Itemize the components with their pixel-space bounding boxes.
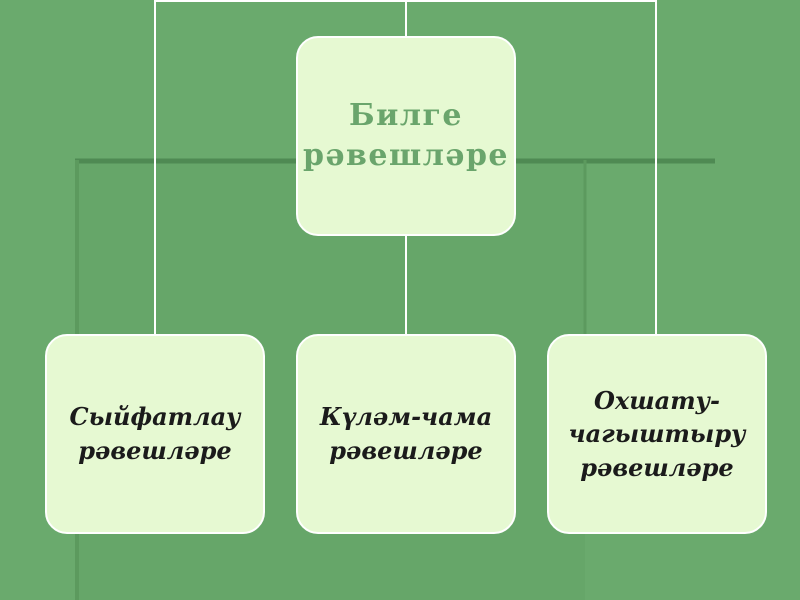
child-1-label-line-2: рәвешләре — [78, 436, 232, 465]
child-node-syifatlau: Сыйфатлау рәвешләре — [45, 334, 265, 534]
child-node-okhshatu: Охшату- чагыштыру рәвешләре — [547, 334, 767, 534]
child-1-label-line-1: Сыйфатлау — [69, 402, 241, 432]
child-2-label-line-1: Күләм-чама — [319, 402, 493, 432]
child-3-label-line-2: чагыштыру — [568, 419, 746, 449]
child-node-label: Сыйфатлау рәвешләре — [69, 400, 240, 467]
child-node-kulam-chama: Күләм-чама рәвешләре — [296, 334, 516, 534]
root-node-label: Билге рәвешләре — [303, 96, 509, 175]
child-3-label-line-1: Охшату- — [594, 385, 720, 415]
child-node-label: Охшату- чагыштыру рәвешләре — [569, 384, 746, 485]
root-label-line-2: рәвешләре — [302, 138, 510, 173]
child-2-label-line-2: рәвешләре — [329, 436, 483, 465]
root-node: Билге рәвешләре — [296, 36, 516, 236]
root-label-line-1: Билге — [348, 98, 463, 134]
child-3-label-line-3: рәвешләре — [580, 452, 734, 482]
child-node-label: Күләм-чама рәвешләре — [320, 400, 492, 467]
